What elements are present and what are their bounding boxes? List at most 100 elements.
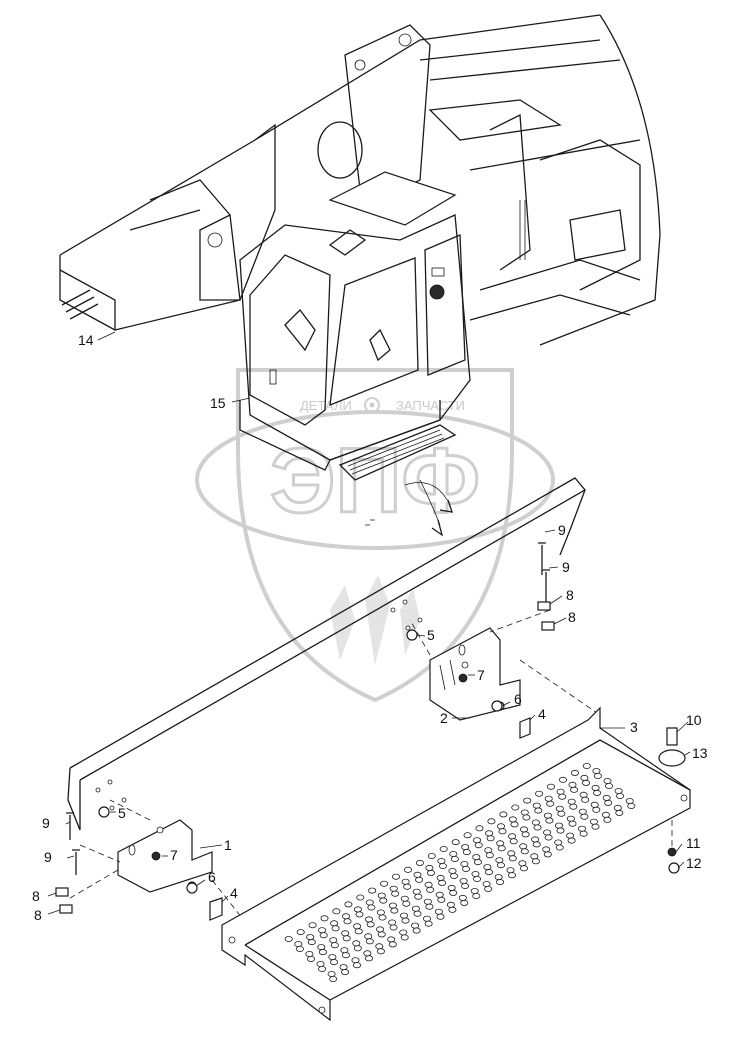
perforation-hole: [508, 816, 517, 823]
perforation-hole: [343, 918, 352, 925]
callout-8: 8: [32, 888, 40, 904]
perforation-holes: [284, 763, 636, 983]
perforation-hole: [415, 859, 424, 866]
perforation-hole: [543, 812, 552, 819]
perforation-hole: [447, 884, 456, 891]
perforation-hole: [294, 941, 303, 948]
perforation-hole: [567, 837, 576, 844]
perforation-hole: [532, 802, 541, 809]
perforation-hole: [307, 939, 316, 946]
callout-2: 2: [440, 710, 448, 726]
perforation-hole: [473, 876, 482, 883]
perforation-hole: [461, 844, 470, 851]
perforation-hole: [449, 873, 458, 880]
perforation-hole: [377, 931, 386, 938]
perforation-hole: [566, 815, 575, 822]
perforation-hole: [449, 851, 458, 858]
perforation-hole: [484, 847, 493, 854]
callout-7: 7: [477, 667, 485, 683]
perforation-hole: [579, 830, 588, 837]
perforation-hole: [424, 881, 433, 888]
perforation-hole: [364, 955, 373, 962]
perforation-hole: [332, 908, 341, 915]
perforation-hole: [616, 793, 625, 800]
perforation-hole: [317, 944, 326, 951]
callout-9: 9: [44, 849, 52, 865]
perforation-hole: [436, 874, 445, 881]
perforation-hole: [320, 915, 329, 922]
perforation-hole: [475, 825, 484, 832]
wheat-emblem: [330, 575, 420, 665]
perforation-hole: [485, 852, 494, 859]
perforation-hole: [401, 917, 410, 924]
perforation-hole: [508, 833, 517, 840]
perforation-hole: [580, 774, 589, 781]
perforation-hole: [473, 837, 482, 844]
perforation-hole: [306, 934, 315, 941]
perforation-hole: [344, 901, 353, 908]
perforation-hole: [388, 902, 397, 909]
perforation-hole: [341, 969, 350, 976]
perforation-hole: [615, 809, 624, 816]
perforation-hole: [555, 805, 564, 812]
callout-6: 6: [514, 691, 522, 707]
perforation-hole: [482, 881, 491, 888]
perforation-hole: [399, 912, 408, 919]
perforation-hole: [377, 892, 386, 899]
perforation-hole: [342, 935, 351, 942]
perforation-hole: [463, 832, 472, 839]
perforation-hole: [341, 930, 350, 937]
perforation-hole: [558, 793, 567, 800]
perforation-hole: [568, 820, 577, 827]
perforation-hole: [520, 848, 529, 855]
perforation-hole: [461, 866, 470, 873]
perforation-hole: [499, 811, 508, 818]
perforation-hole: [555, 822, 564, 829]
perforation-hole: [340, 947, 349, 954]
perforation-hole: [389, 885, 398, 892]
perforation-hole: [582, 779, 591, 786]
perforation-hole: [316, 961, 325, 968]
perforation-hole: [530, 853, 539, 860]
perforation-hole: [627, 803, 636, 810]
perforation-hole: [380, 880, 389, 887]
callout-8: 8: [34, 907, 42, 923]
perforation-hole: [603, 778, 612, 785]
callout-5: 5: [118, 805, 126, 821]
perforation-hole: [589, 818, 598, 825]
perforation-hole: [510, 821, 519, 828]
callout-4: 4: [538, 706, 546, 722]
perforation-hole: [400, 934, 409, 941]
perforation-hole: [506, 867, 515, 874]
perforation-hole: [568, 781, 577, 788]
perforation-hole: [544, 834, 553, 841]
perforation-hole: [423, 898, 432, 905]
callout-5: 5: [427, 627, 435, 643]
perforation-hole: [605, 783, 614, 790]
perforation-hole: [533, 824, 542, 831]
perforation-hole: [602, 794, 611, 801]
perforation-hole: [592, 806, 601, 813]
perforation-hole: [387, 936, 396, 943]
perforation-hole: [544, 795, 553, 802]
perforation-hole: [391, 873, 400, 880]
perforation-hole: [486, 835, 495, 842]
perforation-hole: [459, 878, 468, 885]
perforation-hole: [496, 862, 505, 869]
perforation-hole: [388, 919, 397, 926]
perforation-hole: [414, 893, 423, 900]
perforation-hole: [352, 940, 361, 947]
perforation-hole: [570, 769, 579, 776]
machine-frame: [59, 14, 661, 346]
perforation-hole: [365, 938, 374, 945]
perforation-hole: [507, 872, 516, 879]
perforation-hole: [494, 874, 503, 881]
perforation-hole: [557, 810, 566, 817]
perforation-hole: [460, 899, 469, 906]
perforation-hole: [547, 783, 556, 790]
perforation-hole: [426, 869, 435, 876]
perforation-hole: [531, 836, 540, 843]
perforation-hole: [520, 809, 529, 816]
perforation-hole: [448, 868, 457, 875]
